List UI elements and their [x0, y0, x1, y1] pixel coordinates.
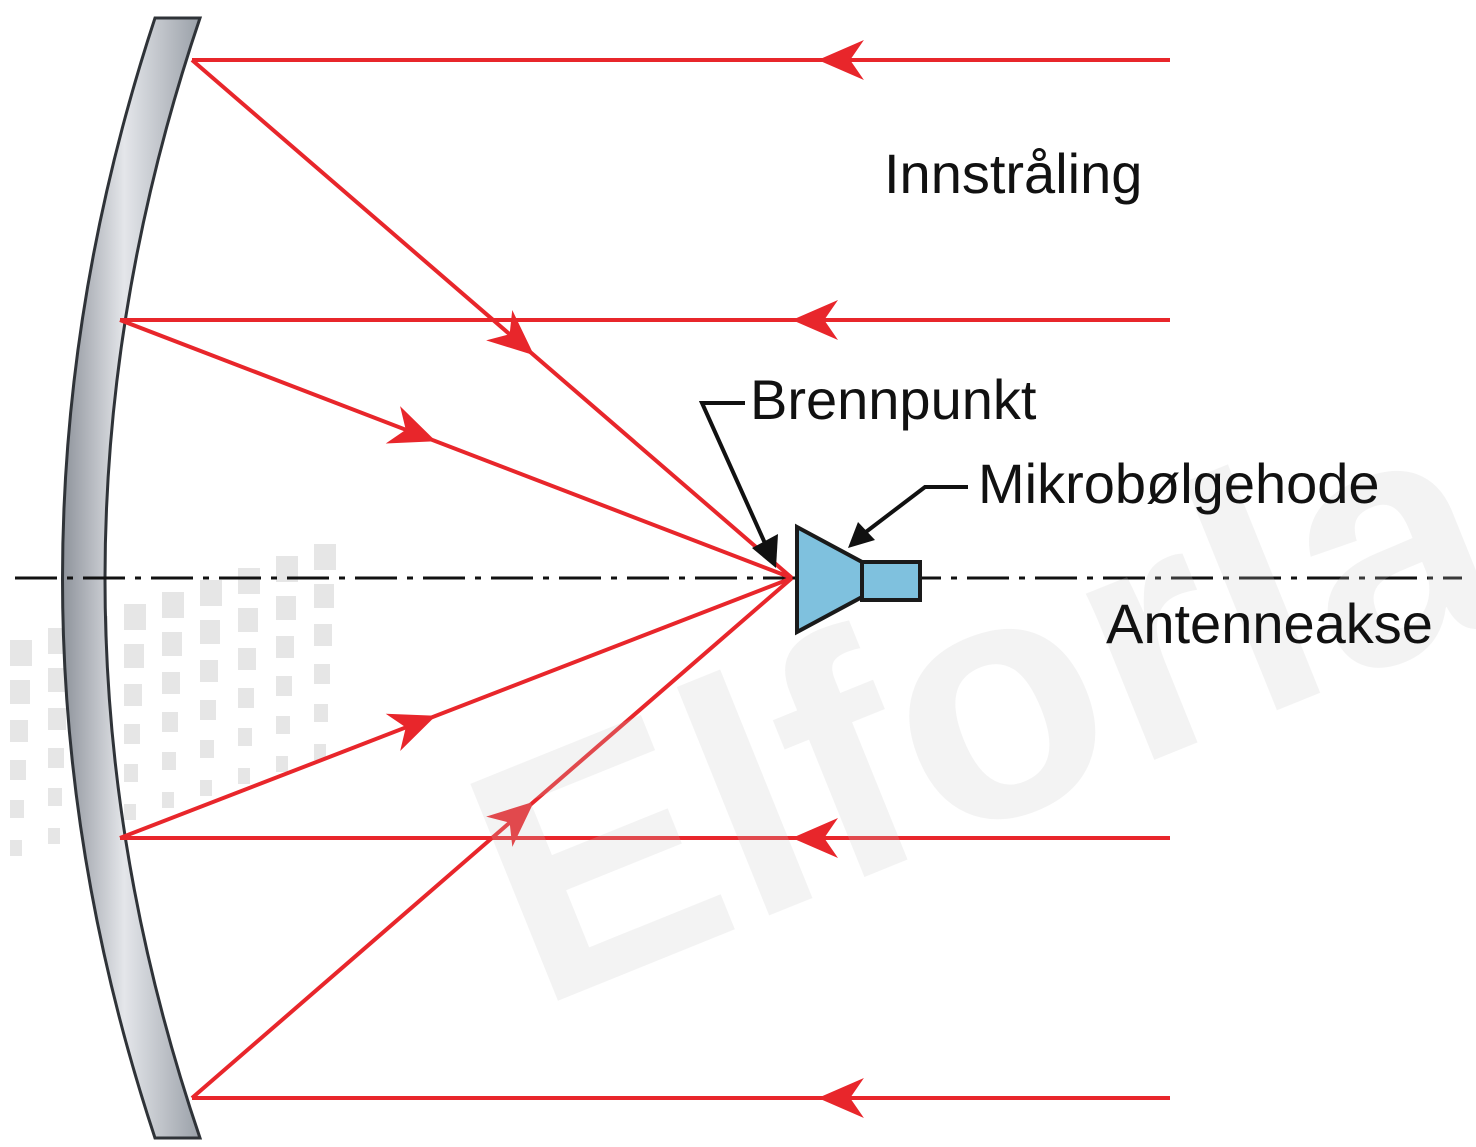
ray-group: [119, 40, 1170, 1118]
reflected-ray-arrow-icon: [385, 406, 436, 444]
watermark-dot: [124, 604, 146, 630]
watermark-dot: [276, 556, 298, 582]
watermark-dot: [10, 680, 30, 704]
reflected-ray: [190, 576, 794, 1100]
reflected-ray-arrow-icon: [486, 310, 534, 356]
watermark-dot: [238, 648, 256, 670]
watermark-dot: [276, 676, 292, 696]
watermark-dot: [10, 760, 26, 780]
watermark-dot: [314, 584, 334, 608]
watermark-dot: [238, 608, 258, 632]
watermark-dot: [162, 592, 184, 618]
feed-horn-pointer-head-icon: [848, 522, 875, 548]
watermark-dot: [10, 800, 24, 818]
watermark-dot: [10, 720, 28, 742]
incoming-ray-arrow-icon: [792, 300, 838, 340]
incoming-radiation-label: Innstråling: [884, 142, 1143, 205]
reflected-ray: [119, 576, 793, 840]
watermark-dot: [162, 632, 182, 656]
watermark-dot: [200, 660, 218, 682]
watermark-dot: [314, 744, 326, 760]
watermark-dot: [162, 672, 180, 694]
reflected-ray-arrow-icon: [486, 801, 534, 847]
watermark-dot: [314, 624, 332, 646]
watermark-dot: [238, 768, 250, 784]
watermark-dot: [314, 704, 328, 722]
focal-point-pointer: [698, 401, 770, 551]
watermark-dot: [314, 544, 336, 570]
watermark-dot: [48, 708, 66, 730]
reflected-ray: [119, 318, 793, 580]
watermark-dot: [124, 644, 144, 668]
watermark-dot: [276, 636, 294, 658]
watermark-dot: [124, 764, 138, 782]
watermark-dot: [200, 620, 220, 644]
watermark-dot: [10, 640, 32, 666]
watermark-dot: [200, 740, 214, 758]
watermark-dot: [276, 756, 288, 772]
watermark-dot: [162, 752, 176, 770]
watermark-dot: [162, 792, 174, 808]
watermark-dot: [238, 728, 252, 746]
watermark-dot: [238, 568, 260, 594]
watermark-dot: [238, 688, 254, 708]
watermark-dot: [200, 780, 212, 796]
watermark-dot: [124, 684, 142, 706]
watermark-dot: [48, 668, 68, 692]
feed-horn-pointer: [856, 485, 968, 540]
incoming-ray-arrow-icon: [792, 818, 838, 858]
watermark-dot: [162, 712, 178, 732]
watermark-dot: [276, 716, 290, 734]
antenna-axis-label: Antenneakse: [1106, 592, 1433, 655]
watermark-dot: [200, 580, 222, 606]
reflected-ray-arrow-icon: [385, 713, 436, 752]
watermark-dot: [276, 596, 296, 620]
focal-point-pointer-head-icon: [752, 534, 778, 568]
focal-point-label: Brennpunkt: [750, 368, 1037, 431]
watermark-dot: [314, 664, 330, 684]
watermark-dot: [10, 840, 22, 856]
feed-horn-label: Mikrobølgehode: [978, 452, 1380, 515]
feed-horn-icon: [795, 523, 922, 636]
watermark-dot: [124, 804, 136, 820]
watermark-dots: [10, 544, 336, 856]
pointer-arrows: [698, 401, 968, 568]
watermark-dot: [48, 828, 60, 844]
watermark-dot: [200, 700, 216, 720]
watermark-dot: [48, 788, 62, 806]
watermark-dot: [48, 748, 64, 768]
incoming-ray-arrow-icon: [817, 1078, 864, 1118]
parabolic-reflector-icon: [61, 16, 203, 1140]
incoming-ray-arrow-icon: [817, 40, 864, 80]
watermark-dot: [124, 724, 140, 744]
